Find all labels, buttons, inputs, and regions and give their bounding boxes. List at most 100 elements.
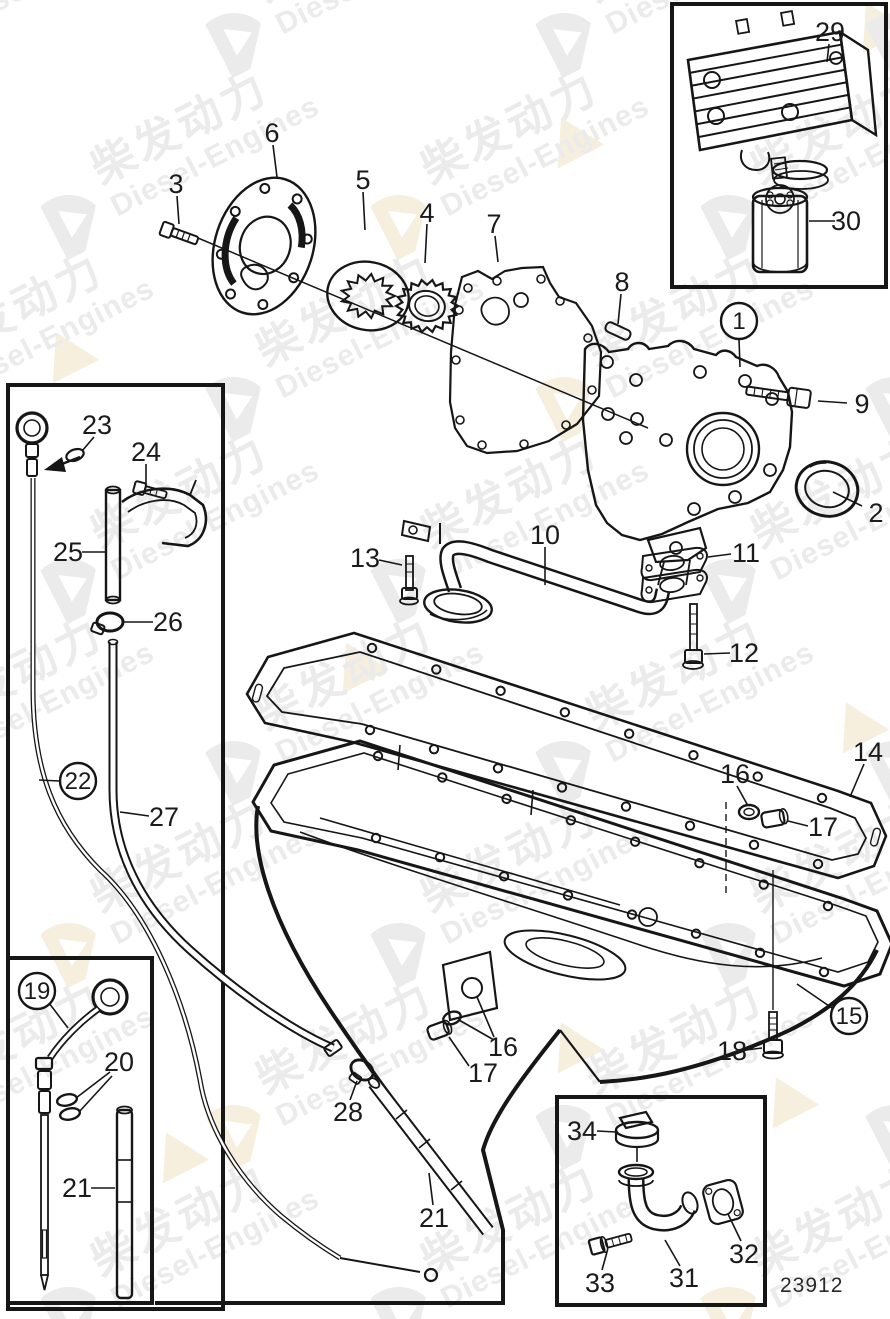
cooler-rib-line <box>692 68 846 100</box>
bolt-12 <box>682 603 704 670</box>
leader-line-17a <box>787 820 809 827</box>
filler-cap-34 <box>614 1110 660 1162</box>
leader-line-3 <box>176 195 180 225</box>
callout-21b: 21 <box>419 1203 449 1233</box>
leader-line-20 <box>75 1071 111 1099</box>
callout-34: 34 <box>567 1116 597 1146</box>
leader-line-16a <box>736 785 748 805</box>
leader-line-2 <box>832 491 863 507</box>
gasket-7 <box>448 265 603 455</box>
callout-25: 25 <box>53 537 83 567</box>
clamp-26 <box>90 611 125 636</box>
callout-circle-1 <box>719 301 759 341</box>
leader-line-29 <box>826 43 830 63</box>
callout-10: 10 <box>530 520 560 550</box>
drive-gear-4 <box>393 278 461 334</box>
callout-17b: 17 <box>468 1058 498 1088</box>
cover-plate-bolt-holes <box>215 182 313 311</box>
bolt-hole <box>431 664 442 675</box>
bolt-hole <box>495 685 506 697</box>
callout-33: 33 <box>585 1268 615 1298</box>
callout-14: 14 <box>853 737 883 767</box>
leader-line-18 <box>745 1047 763 1051</box>
callout-22: 22 <box>65 768 92 795</box>
bolt-hole <box>626 909 638 920</box>
callout-3: 3 <box>168 169 183 199</box>
bolt-13 <box>399 555 419 606</box>
leader-line-20 <box>78 1075 113 1113</box>
cooler-rib-line <box>694 81 848 113</box>
leader-line-32 <box>727 1213 742 1242</box>
bolt-hole <box>752 771 763 782</box>
gasket-14-holes <box>364 642 828 870</box>
callout-7: 7 <box>486 209 501 239</box>
leader-line-16b <box>476 996 495 1038</box>
oil-filter-30 <box>751 184 809 274</box>
leader-line-19 <box>48 1002 69 1029</box>
bolt-hole <box>556 782 568 793</box>
bolt-hole <box>565 815 577 826</box>
callout-17a: 17 <box>808 812 838 842</box>
leader-line-14 <box>849 763 865 798</box>
detail-box-oil-cooler <box>670 2 888 289</box>
callout-31: 31 <box>669 1263 699 1293</box>
leader-lines <box>38 43 865 1271</box>
leader-line-12 <box>703 652 731 655</box>
leader-line-22 <box>38 779 60 782</box>
dipstick-22 <box>15 411 439 1283</box>
callout-16b: 16 <box>488 1032 518 1062</box>
bolt-3 <box>158 220 200 246</box>
cover-plate-6 <box>211 176 317 316</box>
callout-13: 13 <box>350 543 380 573</box>
bolt-hole <box>690 928 702 939</box>
leader-line-1 <box>738 338 741 368</box>
sump-gasket-14 <box>245 631 888 880</box>
bolt-hole <box>620 801 632 812</box>
bolt-hole <box>748 839 760 851</box>
washer-16-upper <box>737 803 761 821</box>
cooler-rib-line <box>698 106 851 139</box>
bolt-hole <box>562 890 574 901</box>
callout-29: 29 <box>815 17 845 47</box>
bolt-hole <box>684 820 696 831</box>
leader-line-28 <box>349 1080 358 1101</box>
oil-pan-15 <box>155 739 890 1305</box>
diagram-number: 23912 <box>780 1274 844 1297</box>
callout-4: 4 <box>419 198 434 228</box>
detail-box-dipstick-short <box>6 956 154 1305</box>
assembly-axis-line <box>197 237 649 429</box>
leader-line-17b <box>448 1036 470 1067</box>
bolt-hole <box>492 763 504 774</box>
callout-20: 20 <box>104 1047 134 1077</box>
callout-9: 9 <box>854 389 869 419</box>
bolt-hole <box>822 900 834 912</box>
cooler-ribs <box>689 43 851 139</box>
leader-line-21b <box>428 1172 434 1206</box>
dipstick-tube-21-diagonal <box>367 1077 494 1236</box>
leader-line-8 <box>617 293 622 325</box>
bolt-hole <box>366 642 378 654</box>
leader-line-34 <box>596 1130 617 1133</box>
callout-32: 32 <box>729 1239 759 1269</box>
flange-gaskets-11 <box>640 546 708 604</box>
bolt-hole <box>818 966 830 978</box>
seal-ring-2 <box>794 460 860 518</box>
dipstick-19 <box>34 978 129 1291</box>
bolt-hole <box>694 857 705 869</box>
leader-line-31 <box>664 1239 681 1267</box>
leader-line-7 <box>494 235 499 263</box>
oil-cooler-29 <box>686 10 878 190</box>
cooler-rib-line <box>689 43 842 74</box>
leader-line-4 <box>424 223 428 264</box>
bolt-hole <box>498 871 510 882</box>
gasket-32 <box>702 1178 744 1226</box>
leader-line-5 <box>362 191 366 231</box>
leader-line-16b <box>458 1019 495 1041</box>
leader-line-27 <box>119 811 150 817</box>
leader-line-15 <box>796 983 833 1009</box>
callout-8: 8 <box>614 267 629 297</box>
bolt-hole <box>688 749 699 761</box>
bolt-9 <box>745 385 812 409</box>
